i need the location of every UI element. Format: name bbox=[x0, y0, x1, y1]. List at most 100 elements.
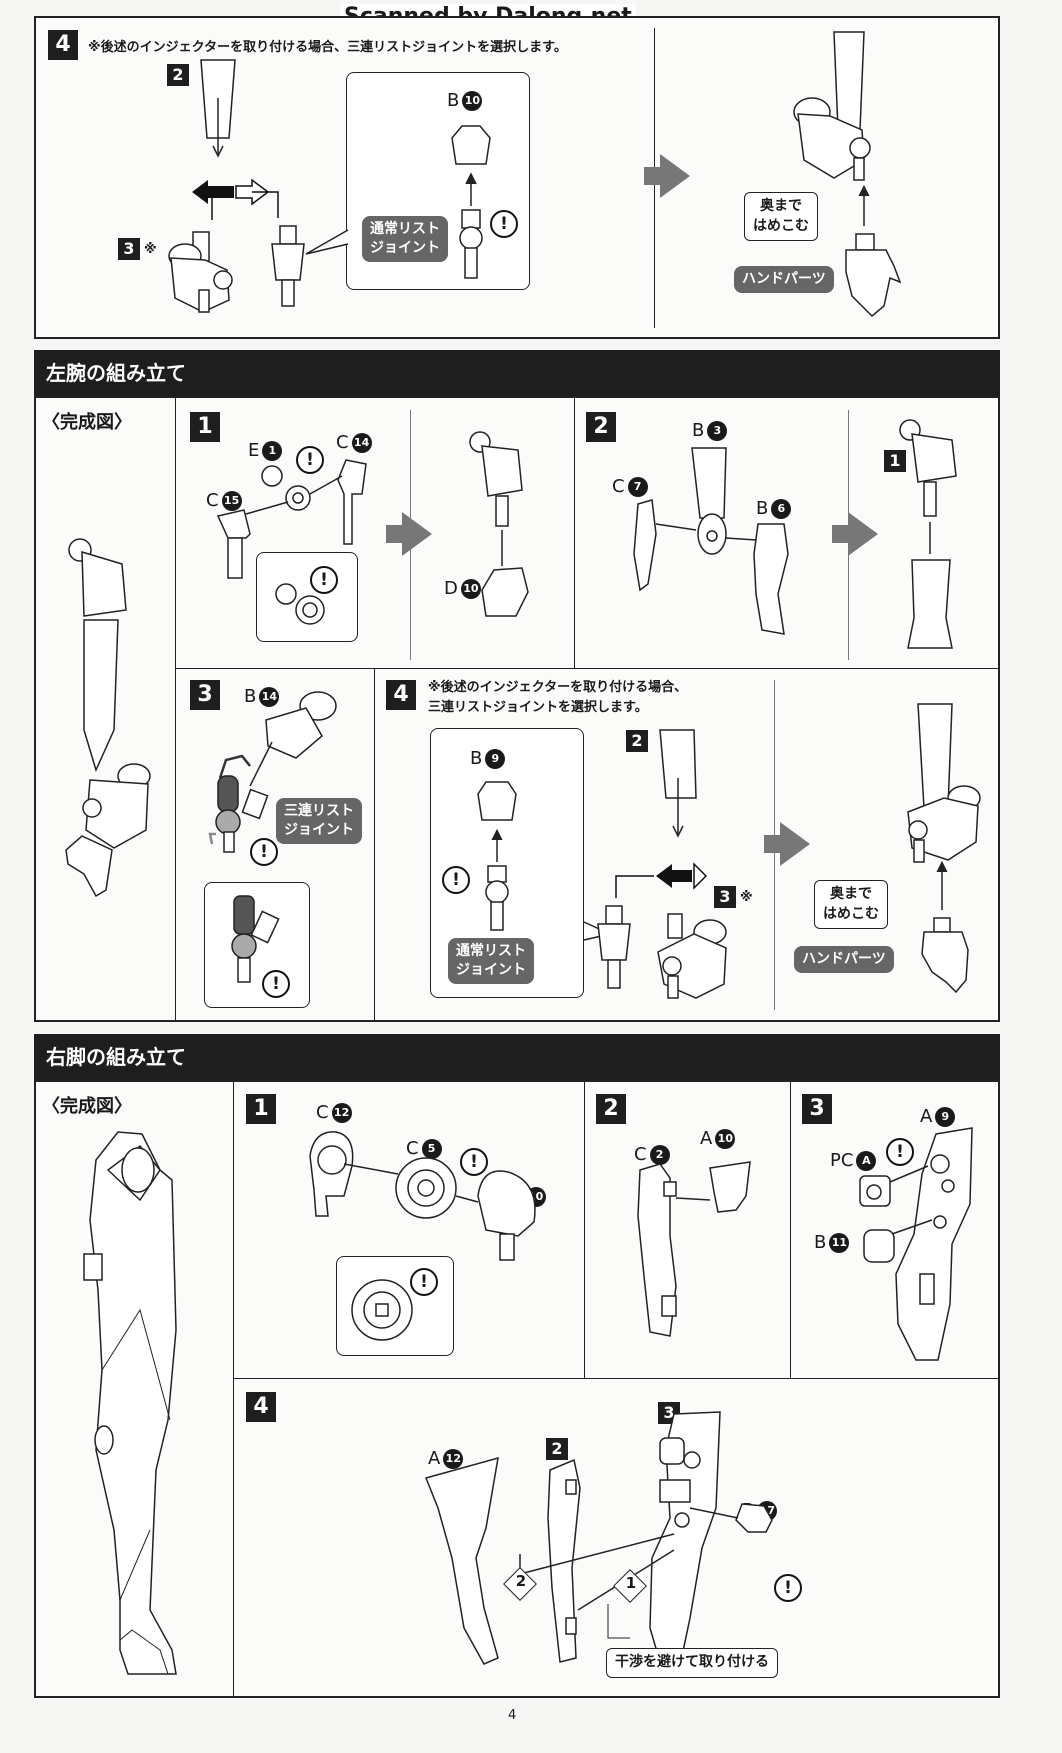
right-leg-part-a10: A 10 bbox=[700, 1128, 736, 1149]
right-leg-part-a9-number: 9 bbox=[935, 1106, 956, 1127]
left-arm-complete-column bbox=[34, 396, 176, 1022]
right-leg-step2-number: 2 bbox=[596, 1094, 626, 1124]
right-leg-part-c12: C 12 bbox=[316, 1102, 352, 1123]
left-arm-step1-detail-drawing bbox=[272, 572, 342, 632]
left-arm-part-b9-letter: B bbox=[470, 748, 483, 769]
left-arm-part-b9-number: 9 bbox=[485, 748, 506, 769]
top-caution-icon: ! bbox=[490, 210, 518, 238]
left-arm-section-header: 左腕の組み立て bbox=[34, 350, 1000, 396]
left-arm-step1-number: 1 bbox=[190, 412, 220, 442]
top-normal-joint-label: 通常リスト ジョイント bbox=[362, 216, 448, 262]
right-leg-part-a12-letter: A bbox=[428, 1448, 441, 1469]
right-leg-part-a10-letter: A bbox=[700, 1128, 713, 1149]
right-leg-step4-avoid-label: 干渉を避けて取り付ける bbox=[606, 1648, 778, 1678]
top-hand-parts-label: ハンドパーツ bbox=[734, 266, 834, 293]
right-leg-complete-column bbox=[34, 1080, 234, 1698]
left-arm-part-c14: C 14 bbox=[336, 432, 372, 453]
top-b10-part-drawing bbox=[448, 118, 494, 288]
left-arm-part-b14-letter: B bbox=[244, 686, 257, 707]
left-arm-step4-push-in-label: 奥まで はめこむ bbox=[814, 880, 888, 930]
left-arm-step1-result-drawing bbox=[470, 430, 540, 620]
right-leg-part-a9-letter: A bbox=[920, 1106, 933, 1127]
right-leg-part-pca: PC A bbox=[830, 1150, 877, 1171]
right-leg-step4-sub2: 2 bbox=[546, 1438, 568, 1460]
left-arm-step4-sub3-mark: ※ bbox=[740, 890, 753, 905]
left-arm-step1-parts-drawing bbox=[216, 454, 376, 604]
left-arm-part-b14: B 14 bbox=[244, 686, 280, 707]
top-normal-joint-drawing bbox=[268, 224, 308, 309]
left-arm-part-b6: B 6 bbox=[756, 498, 792, 519]
left-arm-step4-hand-drawing bbox=[920, 860, 980, 1000]
right-leg-section-header: 右脚の組み立て bbox=[34, 1034, 1000, 1080]
top-callout-pointer bbox=[304, 228, 349, 258]
right-leg-part-b11-number: 11 bbox=[829, 1232, 850, 1253]
left-arm-step4-upper-drawing bbox=[656, 728, 706, 838]
top-sub-step-3-mark: ※ bbox=[144, 242, 157, 257]
left-arm-step3-drawing bbox=[206, 686, 346, 856]
left-arm-step4-normal-joint-label: 通常リスト ジョイント bbox=[448, 938, 534, 984]
top-triple-joint-drawing bbox=[165, 230, 245, 320]
right-leg-step3-number: 3 bbox=[802, 1094, 832, 1124]
left-arm-part-c15-letter: C bbox=[206, 490, 219, 511]
left-arm-step3-detail-box bbox=[204, 882, 310, 1008]
right-leg-step1-detail-drawing bbox=[350, 1274, 420, 1344]
page-number: 4 bbox=[508, 1708, 517, 1723]
left-arm-part-c15-number: 15 bbox=[221, 490, 242, 511]
left-arm-part-c15: C 15 bbox=[206, 490, 242, 511]
left-arm-part-c7: C 7 bbox=[612, 476, 648, 497]
right-leg-part-c12-letter: C bbox=[316, 1102, 329, 1123]
left-arm-part-b6-letter: B bbox=[756, 498, 769, 519]
left-arm-step4-triple-joint-drawing bbox=[654, 912, 734, 1002]
left-arm-step3-detail-drawing bbox=[226, 894, 286, 994]
right-leg-part-a9: A 9 bbox=[920, 1106, 956, 1127]
right-leg-row-divider bbox=[234, 1378, 1000, 1379]
left-arm-part-b3-letter: B bbox=[692, 420, 705, 441]
right-leg-col-divider-2 bbox=[790, 1080, 791, 1378]
left-arm-step4-swap-arrow bbox=[606, 858, 706, 908]
right-leg-step1-parts-drawing bbox=[306, 1126, 546, 1306]
top-swap-arrow bbox=[192, 172, 285, 222]
left-arm-part-b14-number: 14 bbox=[259, 686, 280, 707]
top-next-arrow bbox=[644, 154, 690, 198]
right-leg-col-divider-1 bbox=[584, 1080, 585, 1378]
left-arm-step2-parts-drawing bbox=[630, 444, 800, 644]
left-arm-col-divider-1 bbox=[574, 396, 575, 668]
left-arm-part-c7-letter: C bbox=[612, 476, 625, 497]
left-arm-step4-assembled-drawing bbox=[898, 702, 988, 872]
top-sub-step-3: 3 bbox=[118, 238, 140, 260]
right-leg-part-c12-number: 12 bbox=[331, 1102, 352, 1123]
left-arm-step2-number: 2 bbox=[586, 412, 616, 442]
left-arm-step4-arrow bbox=[764, 822, 810, 866]
left-arm-step3-number: 3 bbox=[190, 680, 220, 710]
right-leg-step4-order-2-text: 2 bbox=[515, 1572, 527, 1590]
left-arm-part-d10-number: 10 bbox=[460, 578, 481, 599]
left-arm-step2-arrow bbox=[832, 512, 878, 556]
left-arm-step3-caution-icon: ! bbox=[250, 838, 278, 866]
right-leg-part-a12: A 12 bbox=[428, 1448, 464, 1469]
right-leg-complete-figure bbox=[80, 1130, 190, 1680]
top-hand-drawing bbox=[838, 186, 908, 326]
left-arm-part-d10: D 10 bbox=[444, 578, 481, 599]
left-arm-part-b6-number: 6 bbox=[771, 498, 792, 519]
left-arm-step3-detail-caution-icon: ! bbox=[262, 970, 290, 998]
right-leg-step4-parts-drawing bbox=[420, 1408, 800, 1668]
right-leg-step4-order-1-text: 1 bbox=[625, 1574, 637, 1592]
right-leg-step2-parts-drawing bbox=[630, 1156, 760, 1336]
left-arm-part-e1: E 1 bbox=[248, 440, 283, 461]
left-arm-step4-number: 4 bbox=[386, 680, 416, 710]
right-leg-part-a10-number: 10 bbox=[715, 1128, 736, 1149]
left-arm-part-c14-number: 14 bbox=[351, 432, 372, 453]
left-arm-complete-label: 〈完成図〉 bbox=[42, 412, 132, 433]
top-part-b10-label: B 10 bbox=[447, 90, 483, 111]
right-leg-step1-detail-caution-icon: ! bbox=[410, 1268, 438, 1296]
right-leg-part-pca-number: A bbox=[856, 1150, 877, 1171]
left-arm-part-c7-number: 7 bbox=[627, 476, 648, 497]
left-arm-part-e1-number: 1 bbox=[262, 440, 283, 461]
left-arm-step2-result-drawing bbox=[900, 418, 970, 648]
left-arm-part-c14-letter: C bbox=[336, 432, 349, 453]
right-leg-part-c2: C 2 bbox=[634, 1144, 670, 1165]
left-arm-step4-sub2: 2 bbox=[626, 730, 648, 752]
right-leg-step3-caution-icon: ! bbox=[886, 1138, 914, 1166]
right-leg-complete-label: 〈完成図〉 bbox=[42, 1096, 132, 1117]
right-leg-step1-number: 1 bbox=[246, 1094, 276, 1124]
